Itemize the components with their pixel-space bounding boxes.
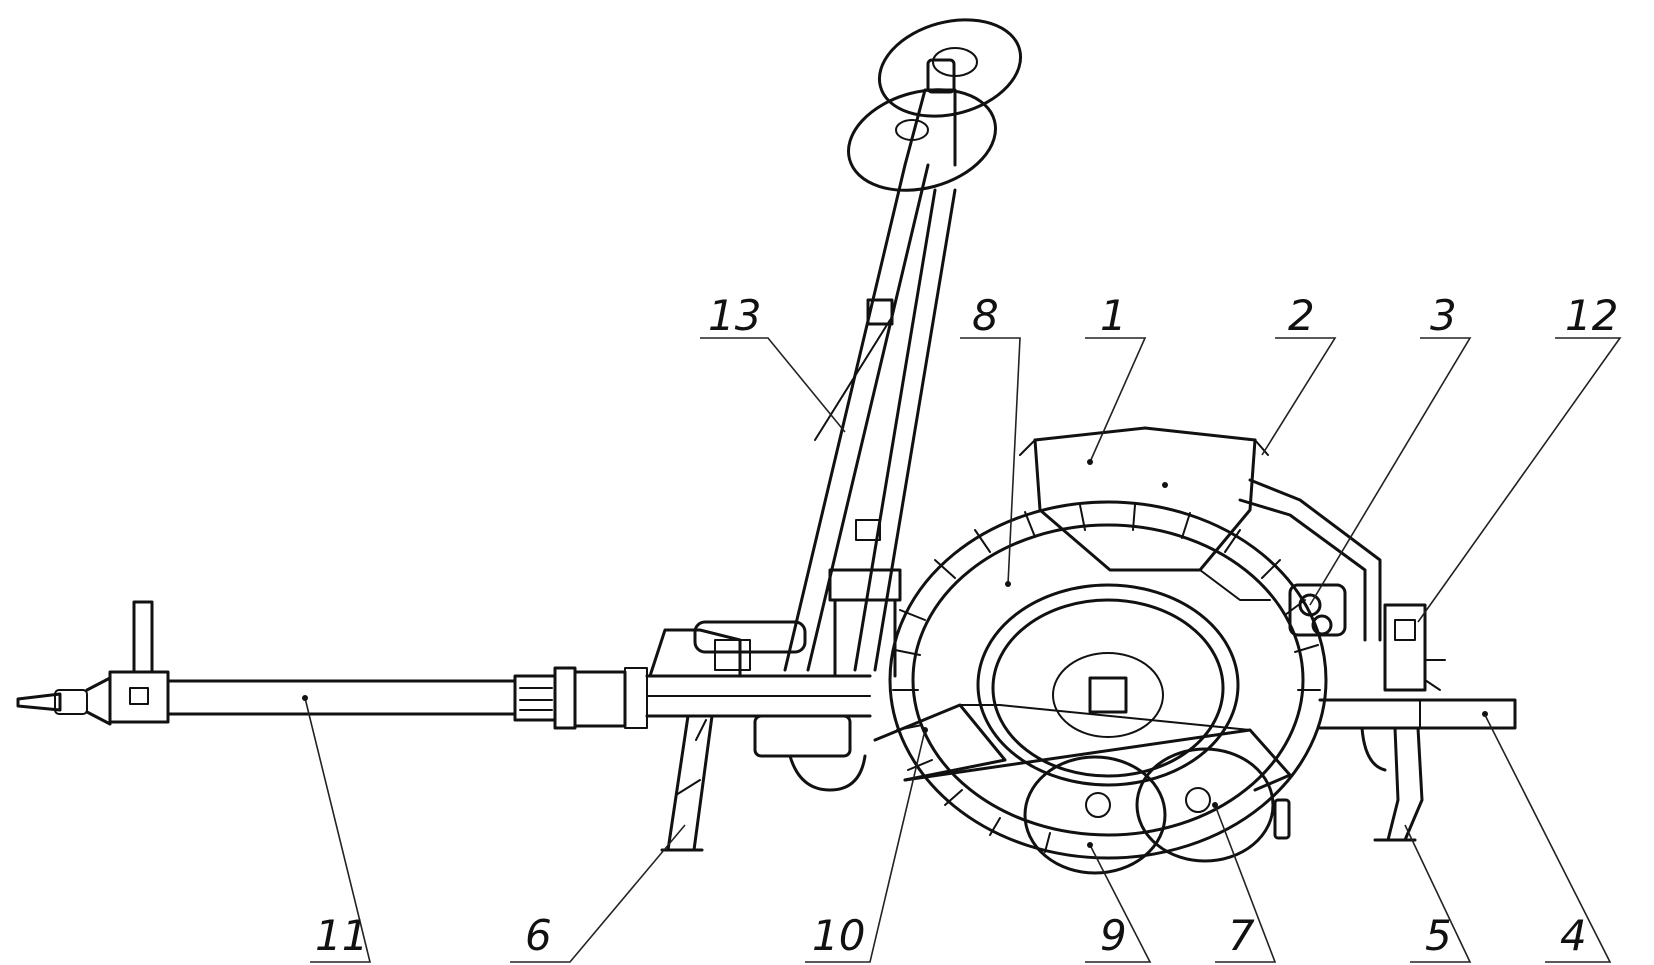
callout-labels: 13 8 1 2 3 12 11 6 10 9 7 5 4 xyxy=(315,291,1618,960)
leader-lines xyxy=(304,337,1622,963)
leader-dots xyxy=(302,459,1218,848)
callout-8: 8 xyxy=(972,291,999,340)
callout-3: 3 xyxy=(1430,291,1457,340)
callout-11: 11 xyxy=(315,911,368,960)
lift-mechanism xyxy=(648,568,902,792)
callout-13: 13 xyxy=(708,291,761,340)
callout-6: 6 xyxy=(525,911,552,960)
support-leg-rear xyxy=(1360,726,1424,842)
seed-hopper xyxy=(1019,426,1382,642)
drive-unit xyxy=(1383,603,1446,692)
rear-frame-beam xyxy=(1318,698,1517,730)
callout-2: 2 xyxy=(1288,291,1315,340)
support-leg-front xyxy=(660,714,714,852)
callout-10: 10 xyxy=(812,911,865,960)
drawbar xyxy=(16,600,872,730)
marker-arm xyxy=(783,18,1023,672)
callout-1: 1 xyxy=(1100,291,1127,340)
callout-12: 12 xyxy=(1565,291,1618,340)
callout-9: 9 xyxy=(1100,911,1127,960)
callout-4: 4 xyxy=(1560,911,1587,960)
covering-discs xyxy=(873,703,1292,875)
callout-5: 5 xyxy=(1425,911,1452,960)
callout-7: 7 xyxy=(1228,911,1255,960)
main-wheel xyxy=(888,500,1328,860)
